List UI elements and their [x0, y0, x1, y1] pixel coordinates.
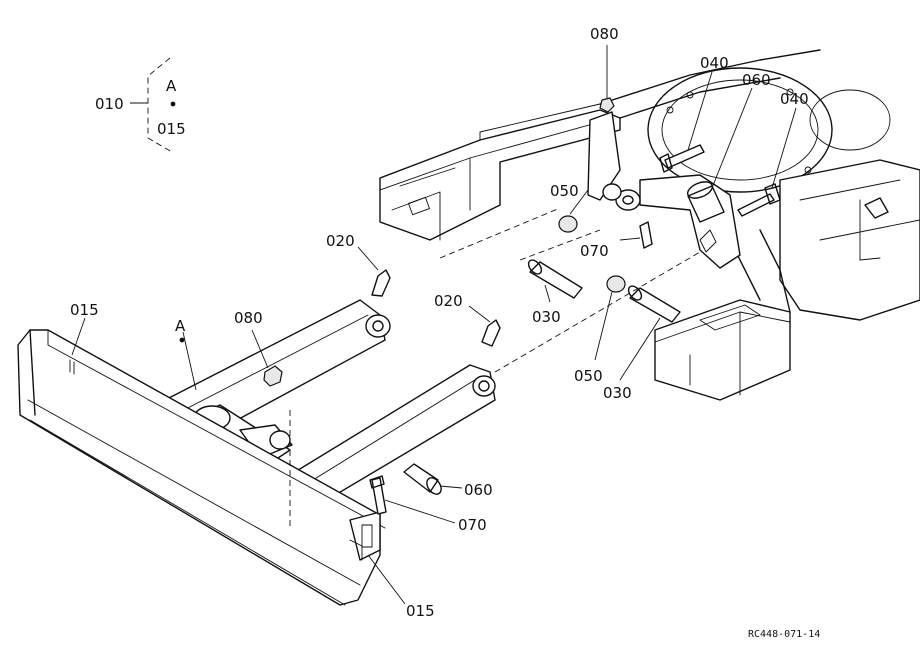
callout-050-bottom: 050 — [574, 367, 603, 385]
callout-labels: 010 A 015 080 040 060 040 050 070 020 02… — [70, 25, 809, 620]
callout-015-inset: 015 — [157, 120, 186, 138]
callout-080-blade: 080 — [234, 309, 263, 327]
callout-030-right: 030 — [603, 384, 632, 402]
callout-030-left: 030 — [532, 308, 561, 326]
tractor-frame — [379, 49, 920, 401]
callout-070-blade: 070 — [458, 516, 487, 534]
callout-060-top: 060 — [742, 71, 771, 89]
callout-a-inset: A — [166, 77, 177, 95]
callout-a-blade: A — [175, 317, 186, 335]
pins-030 — [527, 259, 681, 323]
callout-020-right: 020 — [434, 292, 463, 310]
inset-bracket — [130, 57, 176, 153]
callout-040-a: 040 — [700, 54, 729, 72]
callout-060-blade: 060 — [464, 481, 493, 499]
blade-a-dot — [179, 337, 185, 343]
callout-015-bottom: 015 — [406, 602, 435, 620]
frame-hardware — [558, 97, 781, 249]
callout-080-top: 080 — [590, 25, 619, 43]
inset-a-dot — [170, 101, 176, 107]
callout-050-top: 050 — [550, 182, 579, 200]
callout-020-left: 020 — [326, 232, 355, 250]
leader-lines — [71, 45, 797, 605]
blade-assembly — [17, 207, 701, 606]
callout-070-top: 070 — [580, 242, 609, 260]
callout-010: 010 — [95, 95, 124, 113]
callout-015-left: 015 — [70, 301, 99, 319]
drawing-code: RC448-071-14 — [748, 629, 820, 640]
callout-040-b: 040 — [780, 90, 809, 108]
